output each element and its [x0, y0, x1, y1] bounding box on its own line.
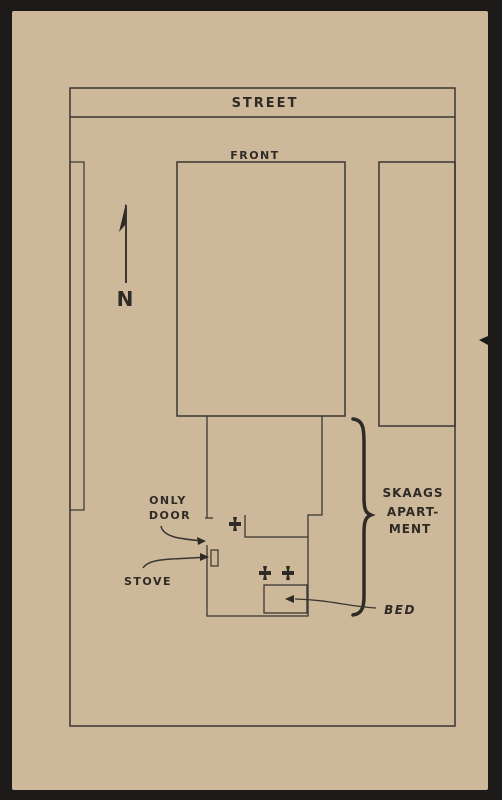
right-building [378, 161, 456, 427]
stove-icon [210, 549, 219, 567]
apartment-outline [206, 416, 323, 617]
door-arrowhead [197, 537, 206, 545]
stove-arrow [142, 556, 207, 569]
front-label: FRONT [230, 149, 280, 162]
main-house [176, 161, 346, 417]
only-door-label-2: DOOR [149, 509, 191, 522]
bed-label: BED [384, 603, 416, 617]
sheet-notch [479, 336, 488, 345]
bed-arrow [294, 598, 377, 609]
left-strip [69, 161, 85, 511]
cross-marker-icon [229, 517, 294, 580]
door-arrow [160, 525, 204, 542]
skaags-label-2: APART- [387, 505, 439, 519]
bed-arrowhead [285, 595, 294, 603]
stove-arrowhead [200, 553, 209, 561]
stove-label: STOVE [124, 575, 172, 588]
street-label: STREET [232, 96, 299, 111]
lot-boundary [69, 87, 456, 727]
north-arrow-icon [119, 203, 127, 283]
skaags-label-1: SKAAGS [382, 486, 443, 500]
only-door-label-1: ONLY [149, 494, 187, 507]
skaags-label-3: MENT [389, 522, 431, 536]
apartment-bracket [351, 417, 376, 617]
north-label: N [117, 287, 134, 311]
paper-sheet [12, 11, 488, 790]
